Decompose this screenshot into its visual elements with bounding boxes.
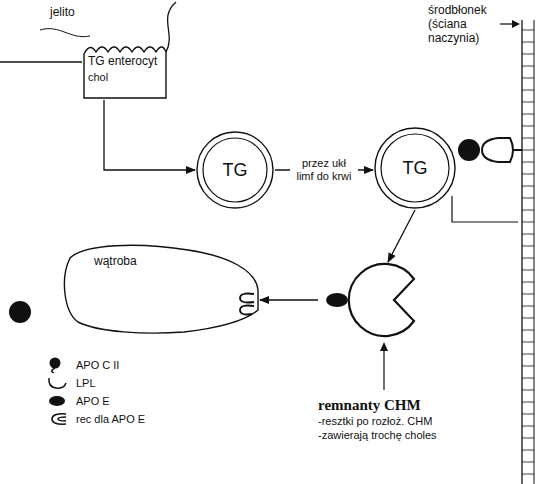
legend-text: APO E bbox=[76, 395, 110, 407]
liver-outline bbox=[64, 245, 258, 333]
intestine-line bbox=[40, 29, 90, 37]
legend-symbol-part bbox=[52, 414, 66, 424]
node-text: wątroba bbox=[94, 254, 260, 268]
legend-symbol-part bbox=[49, 378, 66, 388]
node-text: TG bbox=[223, 160, 248, 181]
legend-row: APO C II bbox=[46, 356, 145, 374]
edge-label: przez ukł limf do krwi bbox=[290, 156, 358, 183]
structure-label: środbłonek (ściana naczynia) bbox=[428, 4, 500, 45]
legend-row: rec dla APO E bbox=[46, 410, 145, 428]
chylomicron-outline bbox=[375, 128, 455, 208]
leader-arrow bbox=[512, 20, 520, 28]
legend-text: APO C II bbox=[76, 359, 119, 371]
intestine-line bbox=[0, 61, 82, 62]
node-text: TG enterocyt bbox=[88, 55, 164, 69]
chylomicron-circle: TG bbox=[195, 130, 275, 210]
wall-ticks bbox=[522, 30, 534, 474]
legend-row: APO E bbox=[46, 392, 145, 410]
leader-line bbox=[500, 23, 514, 24]
enterocyte-cell: TG enterocyt chol bbox=[82, 40, 168, 100]
apo-c2-dot bbox=[458, 139, 480, 161]
lpl-anchor bbox=[512, 149, 522, 151]
legend-text: LPL bbox=[76, 377, 96, 389]
legend-symbol-part bbox=[52, 368, 55, 373]
legend-row: LPL bbox=[46, 374, 145, 392]
legend-symbol-part bbox=[50, 358, 61, 369]
intestine-line bbox=[166, 2, 176, 52]
apo-e-receptor bbox=[240, 294, 254, 315]
legend-symbol bbox=[46, 357, 70, 373]
liver-outline bbox=[58, 240, 260, 336]
wall-line bbox=[452, 196, 518, 222]
lpl-receptor bbox=[482, 138, 513, 162]
flow-arrow bbox=[388, 210, 415, 262]
flow-arrow bbox=[260, 299, 318, 300]
node-text: -resztki po rozłoż. CHM bbox=[318, 414, 508, 428]
remnant-outline bbox=[349, 264, 414, 336]
leader-arrow bbox=[380, 342, 388, 351]
remnant-figure bbox=[318, 262, 508, 394]
leader-line bbox=[383, 348, 384, 390]
apo-e-dot bbox=[326, 293, 348, 307]
chylomicron-outline bbox=[203, 138, 267, 202]
chylomicron-circle: TG bbox=[373, 126, 457, 210]
legend-symbol bbox=[46, 411, 70, 427]
legend: APO C II LPL APO E rec dla APO E bbox=[46, 356, 145, 428]
chylomicron-outline bbox=[381, 134, 449, 202]
organ-label: jelito bbox=[50, 6, 110, 20]
liver-organ: wątroba bbox=[58, 240, 260, 336]
enterocyte-outline bbox=[82, 40, 168, 100]
node-text: TG bbox=[403, 158, 428, 179]
flow-arrow bbox=[104, 100, 195, 170]
apo-c2-dot bbox=[9, 301, 31, 323]
legend-symbol bbox=[46, 375, 70, 391]
legend-symbol-part bbox=[49, 396, 65, 406]
legend-symbol bbox=[46, 393, 70, 409]
node-text: remnanty CHM bbox=[318, 396, 508, 414]
chylomicron-outline bbox=[197, 132, 273, 208]
remnant-group: remnanty CHM-resztki po rozłoż. CHM-zawi… bbox=[318, 262, 508, 452]
enterocyte-outline bbox=[84, 47, 166, 98]
node-text: -zawierają trochę choles bbox=[318, 428, 508, 442]
legend-text: rec dla APO E bbox=[76, 413, 145, 425]
node-text: chol bbox=[88, 71, 164, 84]
